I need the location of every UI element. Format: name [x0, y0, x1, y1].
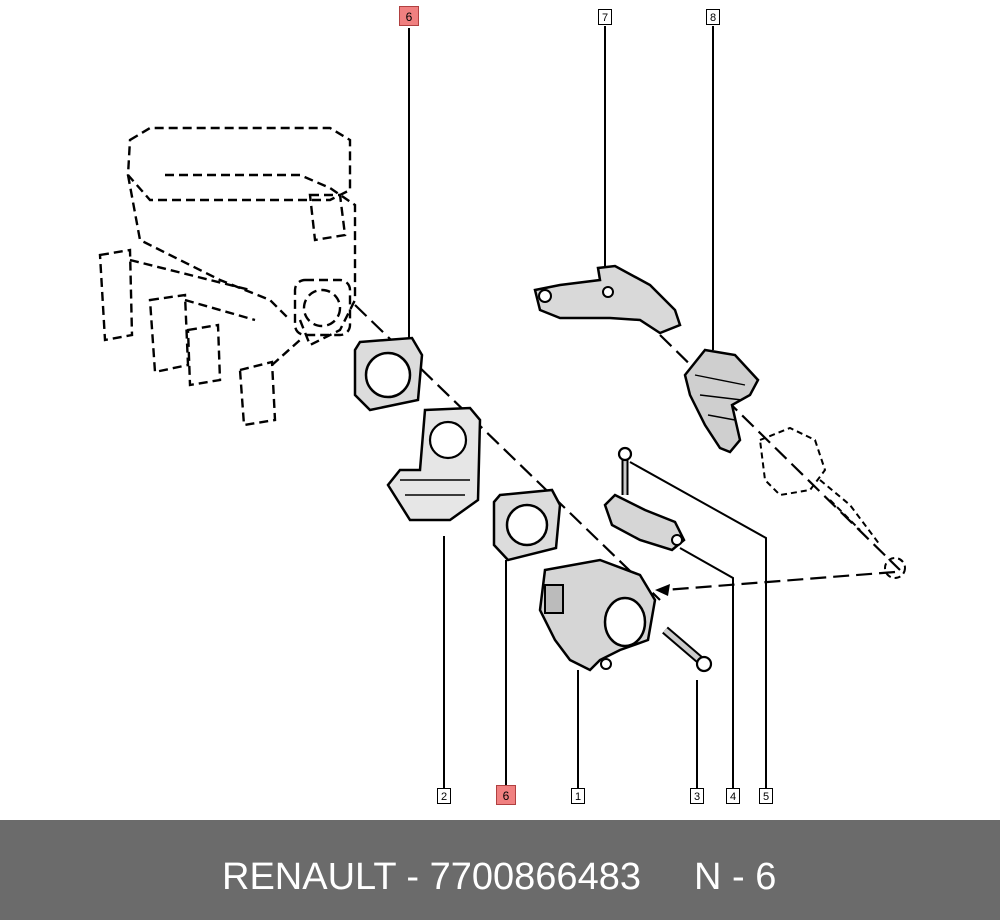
exploded-parts-diagram [98, 26, 906, 788]
section-code: N - 6 [694, 856, 777, 898]
leader-lines [408, 26, 767, 788]
callout-6-top: 6 [399, 6, 419, 26]
air-duct-shield [683, 348, 760, 454]
bolt-short [617, 446, 633, 495]
footer-bar: RENAULT - 7700866483 N - 6 [0, 820, 1000, 920]
intake-manifold-ghost [98, 126, 357, 427]
arrow-head-icon [655, 584, 670, 596]
bolt-long [662, 626, 713, 673]
cable-bracket-clip [603, 493, 686, 552]
callout-5: 5 [759, 788, 773, 804]
callout-3: 3 [690, 788, 704, 804]
throttle-spacer-bracket [386, 406, 482, 522]
callout-8: 8 [706, 9, 720, 25]
callout-6-bottom: 6 [496, 785, 516, 805]
gasket-lower [492, 488, 562, 562]
brand-part-number: RENAULT - 7700866483 [222, 856, 641, 898]
callout-4: 4 [726, 788, 740, 804]
gasket-upper [353, 336, 424, 412]
cable-boot-ghost [758, 426, 906, 579]
accelerator-bracket [533, 264, 682, 335]
callout-7: 7 [598, 9, 612, 25]
throttle-body [538, 558, 657, 672]
callout-2: 2 [437, 788, 451, 804]
callout-1: 1 [571, 788, 585, 804]
